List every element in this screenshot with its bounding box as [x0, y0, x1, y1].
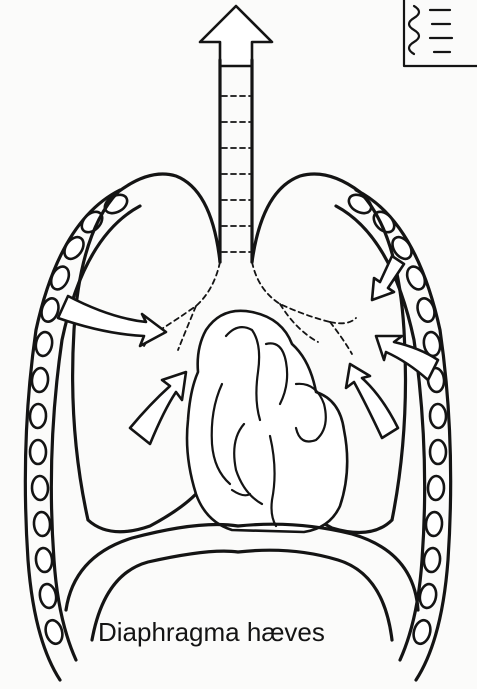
arrow-up-icon — [200, 6, 272, 66]
trachea — [220, 60, 252, 262]
heart — [187, 311, 347, 532]
diagram-caption: Diaphragma hæves — [98, 617, 325, 647]
cropped-figure-fragment — [404, 0, 477, 66]
